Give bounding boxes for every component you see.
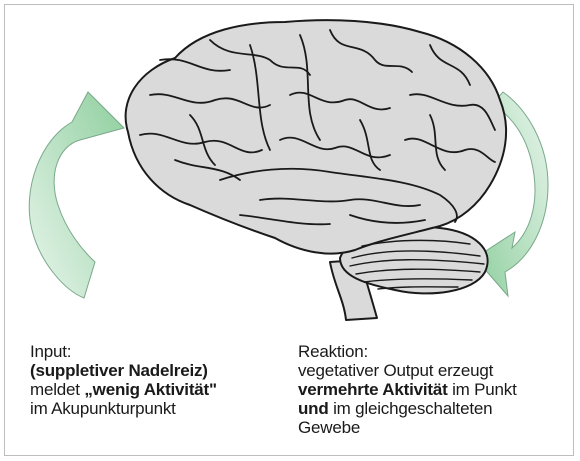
left-curved-arrow-icon — [28, 91, 125, 299]
reaction-tissue-line-2: Gewebe — [298, 418, 361, 437]
reaction-heading: Reaktion: — [298, 342, 369, 361]
brain-icon — [124, 19, 507, 321]
input-caption: Input: (suppletiver Nadelreiz) meldet „w… — [30, 342, 217, 418]
reaction-tissue-line: und im gleichgeschalteten — [298, 399, 493, 418]
reaction-activity-line: vermehrte Aktivität im Punkt — [298, 380, 517, 399]
right-curved-arrow-icon — [474, 91, 549, 298]
input-report-line: meldet „wenig Aktivität" — [30, 380, 217, 399]
input-heading: Input: — [30, 342, 72, 361]
input-stimulus-label: (suppletiver Nadelreiz) — [30, 361, 208, 380]
reaction-caption: Reaktion: vegetativer Output erzeugt ver… — [298, 342, 517, 437]
input-location-line: im Akupunkturpunkt — [30, 399, 176, 418]
reaction-output-line: vegetativer Output erzeugt — [298, 361, 494, 380]
